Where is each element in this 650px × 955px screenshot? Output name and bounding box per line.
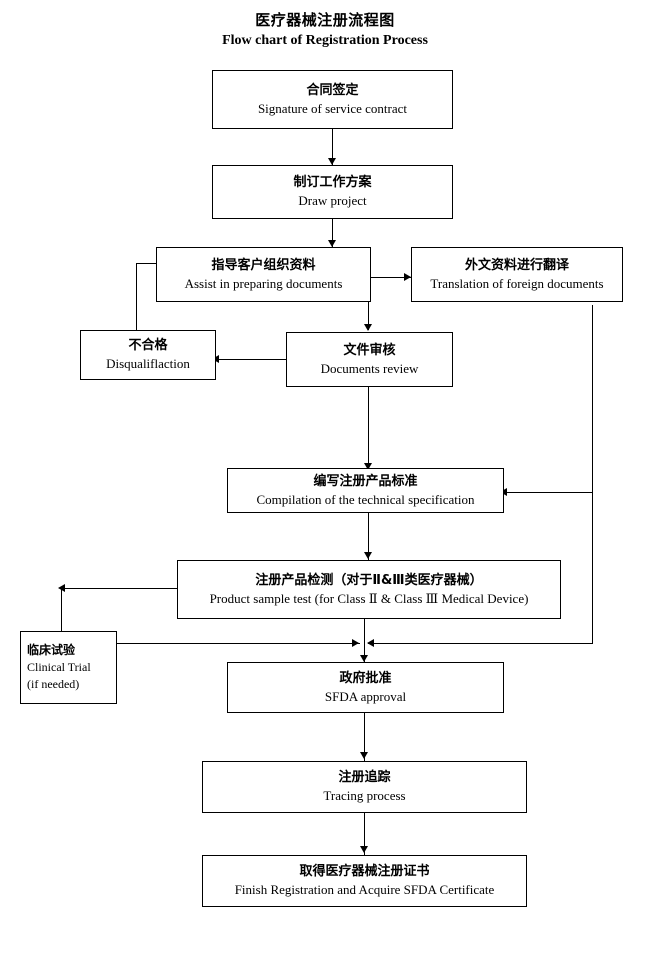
chart-title-cn: 医疗器械注册流程图 [255,11,395,29]
chart-title-en: Flow chart of Registration Process [222,33,428,48]
node-translation-cn: 外文资料进行翻译 [464,257,569,273]
node-documents-review-en: Documents review [320,360,419,376]
edge-clinical-trial-to-junction [117,643,360,644]
node-finish-en: Finish Registration and Acquire SFDA Cer… [234,882,495,897]
node-contract[interactable]: 合同签定 Signature of service contract [212,70,453,129]
node-assist-documents[interactable]: 指导客户组织资料 Assist in preparing documents [156,247,371,302]
edge-product-test-to-clinical-trial-horizontal [61,588,177,589]
node-clinical-trial-en: Clinical Trial [27,660,91,674]
arrowhead-finish [360,846,368,853]
node-compilation-cn: 编写注册产品标准 [313,473,418,489]
chart-title-block: 医疗器械注册流程图 Flow chart of Registration Pro… [0,10,650,50]
node-documents-review[interactable]: 文件审核 Documents review [286,332,453,387]
edge-assist-to-translation [371,277,411,278]
node-disqualification[interactable]: 不合格 Disqualiflaction [80,330,216,380]
edge-sfda-to-tracing [364,713,365,761]
edge-documents-review-to-disqualification [212,359,286,360]
node-documents-review-cn: 文件审核 [343,342,396,358]
edge-translation-right-rail [592,305,593,643]
node-product-test[interactable]: 注册产品检测（对于Ⅱ&Ⅲ类医疗器械） Product sample test (… [177,560,561,619]
node-contract-en: Signature of service contract [257,100,408,116]
node-clinical-trial-cn: 临床试验 [27,643,76,657]
edge-right-rail-to-junction [368,643,593,644]
edge-tracing-to-finish [364,813,365,855]
node-clinical-trial[interactable]: 临床试验 Clinical Trial (if needed) [20,631,117,704]
edge-junction-to-sfda [364,643,365,663]
node-finish[interactable]: 取得医疗器械注册证书 Finish Registration and Acqui… [202,855,527,907]
node-draw-project[interactable]: 制订工作方案 Draw project [212,165,453,219]
node-tracing-en: Tracing process [323,788,406,803]
node-product-test-en: Product sample test (for Class Ⅱ & Class… [209,590,529,606]
arrowhead-junction-from-left [352,639,359,647]
arrowhead-compilation [364,463,372,470]
node-assist-documents-cn: 指导客户组织资料 [211,257,316,273]
edge-right-rail-to-compilation [504,492,593,493]
arrowhead-junction-from-right [367,639,374,647]
node-clinical-trial-note: (if needed) [27,677,80,691]
node-product-test-cn: 注册产品检测（对于Ⅱ&Ⅲ类医疗器械） [255,572,483,588]
edge-product-test-to-clinical-trial-vertical [61,588,62,631]
edge-product-test-to-junction [364,619,365,644]
arrowhead-translation [404,273,411,281]
edge-assist-to-documents-review [368,302,369,330]
node-sfda-approval-cn: 政府批准 [339,670,392,686]
node-disqualification-cn: 不合格 [128,338,168,353]
node-assist-documents-en: Assist in preparing documents [184,275,343,291]
node-contract-cn: 合同签定 [306,82,359,98]
arrowhead-draw-project [328,158,336,165]
edge-disqualification-loop-horizontal [136,263,156,264]
node-translation[interactable]: 外文资料进行翻译 Translation of foreign document… [411,247,623,302]
node-tracing[interactable]: 注册追踪 Tracing process [202,761,527,813]
node-tracing-cn: 注册追踪 [338,770,391,785]
edge-disqualification-loop-vertical [136,263,137,330]
node-draw-project-en: Draw project [298,193,367,208]
node-sfda-approval-en: SFDA approval [324,688,407,704]
edge-compilation-to-product-test [368,513,369,561]
arrowhead-product-test [364,552,372,559]
node-draw-project-cn: 制订工作方案 [293,175,372,190]
arrowhead-assist-documents [328,240,336,247]
arrowhead-clinical-trial [58,584,65,592]
node-translation-en: Translation of foreign documents [430,275,604,291]
arrowhead-tracing [360,752,368,759]
arrowhead-sfda-approval [360,655,368,662]
edge-contract-to-draw-project [332,129,333,165]
edge-draw-project-to-assist [332,219,333,247]
node-compilation-en: Compilation of the technical specificati… [256,491,475,507]
node-compilation[interactable]: 编写注册产品标准 Compilation of the technical sp… [227,468,504,513]
node-finish-cn: 取得医疗器械注册证书 [299,864,430,879]
node-disqualification-en: Disqualiflaction [106,356,190,371]
arrowhead-documents-review [364,324,372,331]
node-sfda-approval[interactable]: 政府批准 SFDA approval [227,662,504,713]
edge-documents-review-to-compilation [368,387,369,470]
